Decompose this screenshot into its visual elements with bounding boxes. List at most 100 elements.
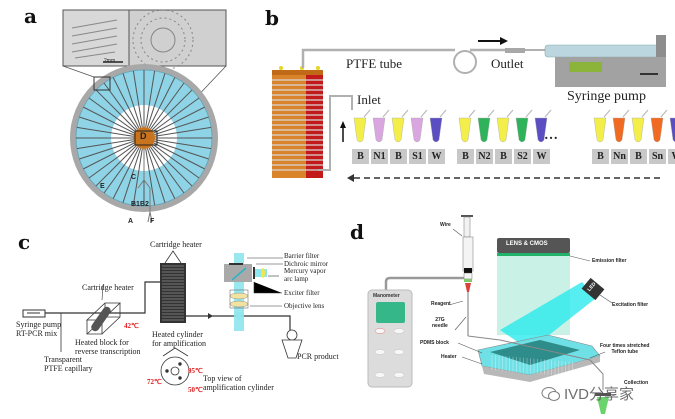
- manometer-label: Manometer: [373, 293, 400, 299]
- amplification-cylinder: [160, 263, 186, 323]
- chip-spoke-channel: [132, 70, 143, 128]
- heater-cylinder: [272, 70, 306, 178]
- dichroic-mirror-label: Dichroic mirror: [284, 259, 329, 268]
- collection-label: Collection: [624, 380, 649, 386]
- label-C: C: [131, 174, 137, 181]
- chip-spoke-channel: [79, 116, 134, 136]
- exciter-filter-label: Exciter filter: [284, 289, 320, 297]
- chip-spoke-channel: [88, 97, 136, 132]
- chip-spoke-channel: [150, 82, 185, 130]
- label-E: E: [100, 183, 105, 190]
- heated-block-label-1: Heated block for: [75, 338, 129, 347]
- objective-lens-label: Objective lens: [284, 302, 325, 310]
- sample-tube: [515, 109, 533, 143]
- panel-a-letter: a: [24, 4, 37, 28]
- wechat-icon: [541, 386, 560, 401]
- sample-tube: [669, 117, 675, 142]
- sample-tube: [477, 109, 495, 143]
- pcr-product-label: PCR product: [297, 352, 339, 361]
- tube-label: Sn: [649, 149, 666, 164]
- tube-label: W: [533, 149, 550, 164]
- pdms-block-label: PDMS block: [420, 340, 449, 346]
- inset-left-micrograph: [62, 9, 130, 67]
- needle-label-2: needle: [432, 323, 448, 329]
- inset-right-micrograph: [128, 9, 227, 67]
- ptfe-tube-label: PTFE tube: [346, 56, 402, 71]
- syringe-barrel: [544, 44, 661, 58]
- mercury-lamp-label-2: arc lamp: [284, 274, 309, 283]
- mercury-lamp-label-1: Mercury vapor: [284, 267, 326, 275]
- syringe-pump-label: Syringe pump: [567, 89, 646, 104]
- heated-block-label-2: reverse transcription: [75, 347, 141, 356]
- sample-tube: [391, 109, 409, 143]
- chip-spoke-channel: [122, 73, 142, 128]
- panel-c-letter: c: [18, 230, 31, 254]
- excitation-filter-label: Excitation filter: [612, 302, 649, 308]
- emission-filter-label: Emission filter: [592, 258, 627, 264]
- temp-72: 72℃: [147, 378, 162, 386]
- sample-tube: [410, 109, 428, 143]
- sample-tube: [650, 109, 668, 143]
- led-label: LED: [586, 281, 598, 293]
- chip-spoke-channel: [83, 106, 135, 134]
- chip-spoke-channel: [154, 139, 212, 150]
- label-D: D: [140, 131, 147, 141]
- chip-spoke-channel: [151, 145, 193, 187]
- sample-tube: [372, 109, 390, 143]
- teflon-label-1: Four times stretched: [600, 343, 650, 349]
- syringe-pump-label-c: Syringe pump: [16, 320, 62, 329]
- chip-spoke-channel: [151, 89, 193, 131]
- chip-spoke-channel: [103, 82, 138, 130]
- outlet-label: Outlet: [491, 56, 524, 71]
- barrier-filter-label: Barrier filter: [284, 252, 320, 260]
- tube-label: B: [592, 149, 609, 164]
- panel-b-letter: b: [265, 6, 279, 30]
- chip-spoke-channel: [146, 73, 166, 128]
- syringe-pump-body: [555, 57, 666, 87]
- ellipsis: …: [544, 128, 558, 143]
- chip-spoke-channel: [145, 70, 156, 128]
- sample-tube: [458, 109, 476, 143]
- label-F: F: [150, 218, 155, 225]
- chip-spoke-channel: [79, 140, 134, 160]
- cartridge-heater-label-2: Cartridge heater: [150, 240, 202, 249]
- chip-spoke-channel: [83, 142, 135, 170]
- scale-bar-label: 2mm: [104, 58, 116, 64]
- chip-spoke-channel: [103, 146, 138, 194]
- tube-label: B: [630, 149, 647, 164]
- teflon-label-2: Teflon tube: [611, 349, 639, 355]
- tube-label: B: [495, 149, 512, 164]
- lens-cmos-label: LENS & CMOS: [506, 241, 548, 247]
- cartridge-heater-label-1: Cartridge heater: [82, 283, 134, 292]
- tube-label: B: [457, 149, 474, 164]
- capillary-label-1: Transparent: [44, 355, 82, 364]
- tube-label: B: [352, 149, 369, 164]
- chip-spoke-channel: [146, 148, 166, 203]
- watermark-text: IVD分享家: [564, 386, 635, 403]
- needle-label-1: 27G: [435, 317, 445, 323]
- chip-spoke-channel: [153, 142, 205, 170]
- tube-label: N1: [371, 149, 388, 164]
- chip-spoke-channel: [154, 126, 212, 137]
- reagent-label: Reagent: [431, 301, 451, 307]
- chip-spoke-channel: [152, 97, 200, 132]
- heated-cylinder-label-2: for amplification: [152, 339, 206, 348]
- inlet-label: Inlet: [357, 92, 381, 107]
- watermark: IVD分享家: [541, 383, 634, 404]
- tube-label: S1: [409, 149, 426, 164]
- chip-spoke-channel: [148, 147, 176, 199]
- rt-pcr-mix-label: RT-PCR mix: [16, 329, 58, 338]
- chip-spoke-channel: [76, 139, 134, 150]
- capillary-label-2: PTFE capillary: [44, 364, 93, 373]
- sample-tube: [631, 109, 649, 143]
- chip-spoke-channel: [154, 116, 209, 136]
- tube-label: S2: [514, 149, 531, 164]
- heater-label: Heater: [441, 354, 457, 360]
- tube-label: W: [428, 149, 445, 164]
- top-view-label-1: Top view of: [203, 374, 242, 383]
- heated-cylinder-label-1: Heated cylinder: [152, 330, 203, 339]
- label-B1B2: B1B2: [131, 201, 149, 208]
- chip-spoke-channel: [148, 77, 176, 129]
- chip-spoke-channel: [150, 146, 185, 194]
- top-view-label-2: amplification cylinder: [203, 383, 274, 392]
